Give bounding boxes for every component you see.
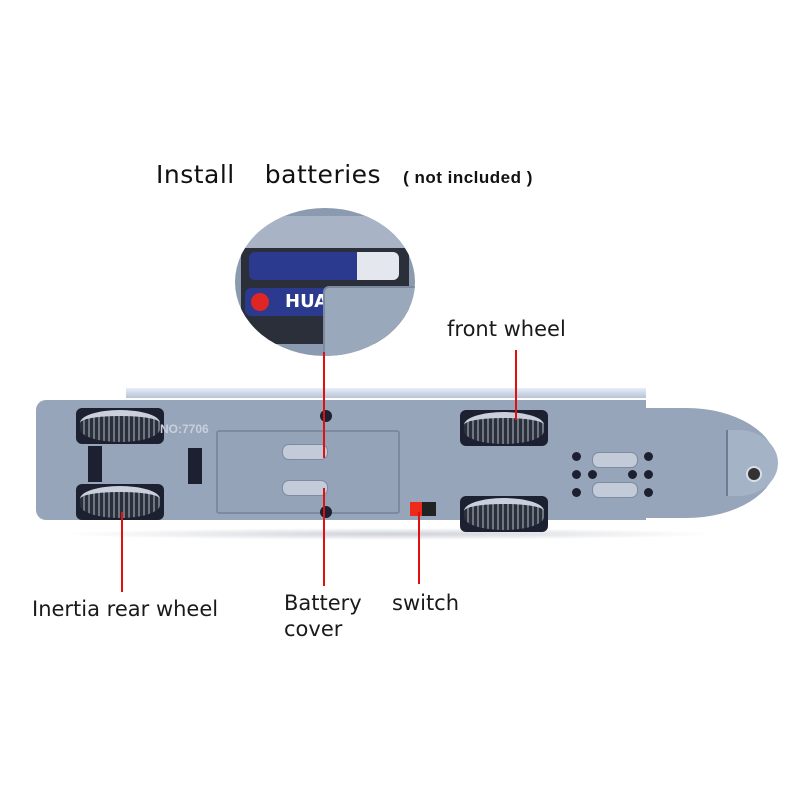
- callout-battery-cover: Battery cover: [284, 590, 362, 642]
- vent-hole: [588, 470, 597, 479]
- screw-hole-bottom: [320, 506, 332, 518]
- callout-front-wheel: front wheel: [447, 317, 566, 341]
- battery-cover: [216, 430, 400, 514]
- power-switch[interactable]: [410, 502, 436, 516]
- train-roof-edge: [126, 388, 646, 398]
- rear-wheel-top: [80, 410, 160, 442]
- vent-hole: [644, 452, 653, 461]
- battery-logo-icon: [251, 293, 269, 311]
- front-wheel-top: [464, 412, 544, 444]
- battery-brand-text: HUA: [285, 291, 329, 312]
- leader-line-switch: [418, 512, 420, 584]
- vent-slot: [188, 448, 202, 484]
- callout-battery-cover-line2: cover: [284, 617, 343, 641]
- inset-battery-lid: [323, 286, 415, 356]
- heading-word-install: Install: [156, 160, 235, 189]
- toy-train-underside: NO:7706: [36, 388, 778, 532]
- part-number: NO:7706: [160, 422, 209, 436]
- leader-line-rear-wheel: [121, 512, 123, 592]
- vent-hole: [644, 488, 653, 497]
- vent-hole: [572, 488, 581, 497]
- train-nose-tip: [726, 430, 778, 496]
- front-roller-bottom: [592, 482, 638, 498]
- battery-compartment-inset: HUA: [235, 208, 415, 356]
- vent-hole: [644, 470, 653, 479]
- front-roller-top: [592, 452, 638, 468]
- callout-switch: switch: [392, 591, 460, 615]
- switch-knob[interactable]: [410, 502, 422, 516]
- rear-axle-slot: [88, 446, 102, 482]
- screw-icon: [746, 466, 762, 482]
- cover-roller-bottom: [282, 480, 328, 496]
- inset-train-edge: [235, 216, 415, 254]
- rear-wheel-bottom: [80, 486, 160, 518]
- inset-battery-top: [249, 252, 399, 280]
- callout-inertia-rear-wheel: Inertia rear wheel: [32, 597, 219, 621]
- leader-line-front-wheel: [515, 350, 517, 420]
- front-wheel-bottom: [464, 498, 544, 530]
- leader-line-inset: [323, 352, 325, 458]
- vent-hole: [572, 470, 581, 479]
- callout-battery-cover-line1: Battery: [284, 591, 362, 615]
- train-shadow: [60, 528, 720, 540]
- vent-hole: [572, 452, 581, 461]
- heading-word-batteries: batteries: [264, 160, 382, 189]
- install-batteries-heading: Install batteries ( not included ): [156, 160, 533, 189]
- cover-roller-top: [282, 444, 328, 460]
- leader-line-battery-cover: [323, 488, 325, 586]
- heading-note: ( not included ): [403, 168, 533, 187]
- vent-hole: [628, 470, 637, 479]
- screw-hole-top: [320, 410, 332, 422]
